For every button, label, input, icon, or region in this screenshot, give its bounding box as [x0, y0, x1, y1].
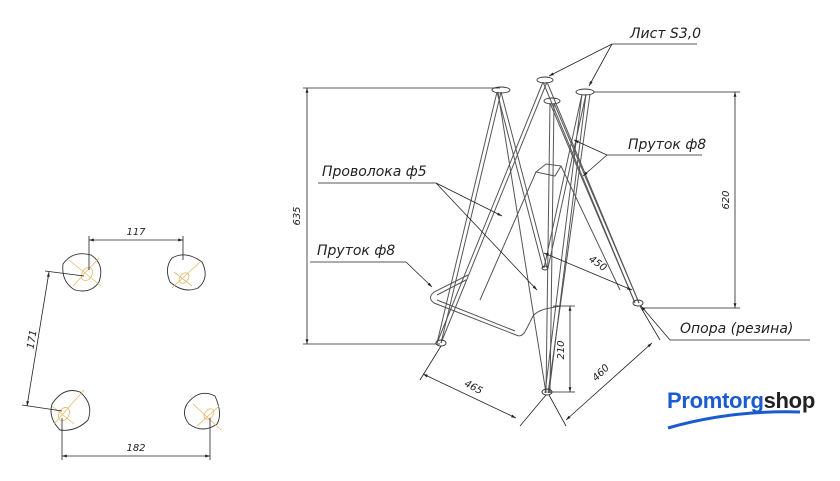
dim-460: 460 — [591, 363, 612, 384]
logo-part2: shop — [763, 388, 816, 413]
label-foot: Опора (резина) — [680, 321, 793, 337]
logo-part1: Promtorg — [667, 388, 764, 413]
foot — [632, 299, 644, 307]
callouts: Лист S3,0 Пруток ф8 Проволока ф5 Пруток … — [310, 26, 810, 341]
logo-swoosh — [667, 410, 801, 430]
label-rod-left: Пруток ф8 — [317, 243, 395, 259]
label-rod-right: Пруток ф8 — [628, 137, 706, 153]
dim-450: 450 — [586, 254, 608, 274]
dim-line-171 — [26, 271, 50, 407]
footprint-view: 117 182 171 — [21, 227, 222, 460]
foot-pad — [50, 389, 91, 431]
dim-210: 210 — [556, 340, 567, 359]
dim-117: 117 — [126, 227, 146, 238]
foot-pad — [184, 392, 222, 431]
top-plate — [536, 76, 554, 84]
dim-635: 635 — [292, 206, 303, 225]
base-frame — [430, 76, 644, 396]
top-plate — [575, 88, 595, 96]
dim-182: 182 — [126, 443, 145, 454]
foot-pad — [62, 253, 102, 292]
foot-pad — [167, 254, 206, 291]
label-sheet: Лист S3,0 — [629, 26, 701, 42]
dim-620: 620 — [721, 190, 732, 209]
promtorgshop-logo: Promtorgshop — [667, 388, 815, 414]
label-wire: Проволока ф5 — [322, 164, 427, 180]
dim-171: 171 — [25, 329, 39, 350]
